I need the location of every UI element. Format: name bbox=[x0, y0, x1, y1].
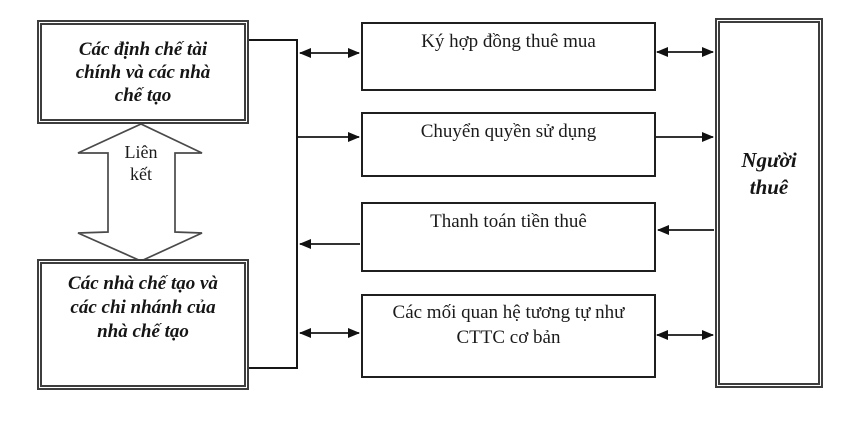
box-sign-lease-contract: Ký hợp đồng thuê mua bbox=[361, 22, 656, 91]
box-similar-relations: Các mối quan hệ tương tự như CTTC cơ bản bbox=[361, 294, 656, 378]
box-similar-relations-line: Các mối quan hệ tương tự như bbox=[392, 302, 625, 323]
link-arrow-label-line: kết bbox=[130, 164, 152, 184]
box-financial-institutions-line: Các định chế tài bbox=[78, 38, 208, 60]
box-financial-institutions: Các định chế tài chính và các nhà chế tạ… bbox=[37, 20, 249, 124]
box-lessee-line: Người bbox=[741, 148, 797, 172]
box-financial-institutions-line: chính và các nhà bbox=[75, 61, 211, 83]
box-lessee: Người thuê bbox=[715, 18, 823, 388]
box-similar-relations-line: CTTC cơ bản bbox=[456, 327, 561, 348]
box-sign-lease-contract-label: Ký hợp đồng thuê mua bbox=[421, 31, 596, 52]
box-lessee-line: thuê bbox=[749, 175, 789, 199]
box-manufacturers-branches-line: các chi nhánh của bbox=[70, 297, 216, 318]
box-manufacturers-branches-line: nhà chế tạo bbox=[97, 321, 189, 342]
box-transfer-right-of-use-label: Chuyển quyền sử dụng bbox=[420, 121, 597, 142]
link-arrow-label-line: Liên bbox=[124, 142, 158, 162]
link-arrow-label: Liên kết bbox=[96, 141, 186, 185]
box-rent-payment: Thanh toán tiền thuê bbox=[361, 202, 656, 272]
box-manufacturers-branches: Các nhà chế tạo và các chi nhánh của nhà… bbox=[37, 259, 249, 390]
left-trunk-connector bbox=[249, 39, 298, 369]
box-financial-institutions-line: chế tạo bbox=[114, 84, 172, 106]
box-manufacturers-branches-line: Các nhà chế tạo và bbox=[68, 273, 218, 294]
box-transfer-right-of-use: Chuyển quyền sử dụng bbox=[361, 112, 656, 177]
box-rent-payment-label: Thanh toán tiền thuê bbox=[430, 211, 587, 232]
